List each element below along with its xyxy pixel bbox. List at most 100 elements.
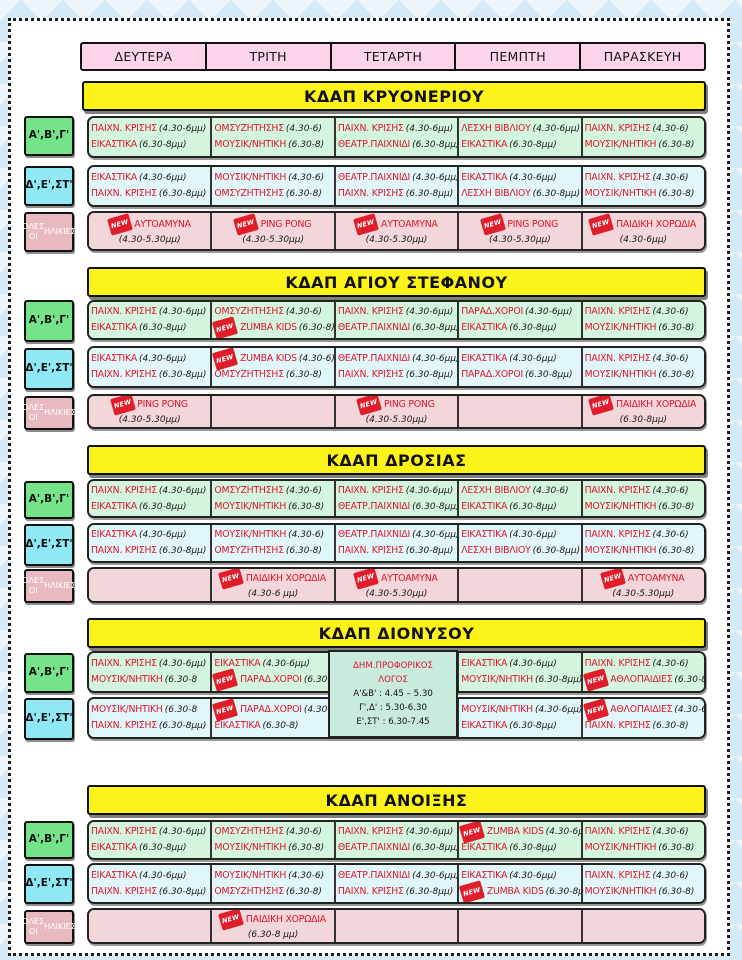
- activity-name: ΠΑΙΧΝ. ΚΡΙΣΗΣ: [91, 885, 157, 897]
- activity-time: (6.30-8μμ): [545, 886, 581, 897]
- age-label-abg: Α',Β',Γ': [24, 821, 74, 859]
- schedule-row: ΠΑΙΧΝ. ΚΡΙΣΗΣ(4.30-6μμ)ΕΙΚΑΣΤΙΚΑ(6.30-8μ…: [87, 479, 706, 518]
- activity-name: ΕΙΚΑΣΤΙΚΑ: [214, 720, 261, 731]
- activity-name: ΠΑΙΧΝ. ΚΡΙΣΗΣ: [584, 529, 651, 540]
- activity-name: ΕΙΚΑΣΤΙΚΑ: [91, 172, 138, 183]
- activity-line: ΠΑΙΧΝ. ΚΡΙΣΗΣ(4.30-6): [585, 868, 702, 884]
- activity-name: ΘΕΑΤΡ.ΠΑΙΧΝΙΔΙ: [337, 842, 411, 853]
- activity-time: (4.30-5.30μμ): [118, 234, 181, 245]
- activity-line: ΕΙΚΑΣΤΙΚΑ(6.30-8μμ): [461, 499, 578, 515]
- activity-name: ΠΑΡΑΔ.ΧΟΡΟΙ: [240, 674, 302, 685]
- activity-time: (4.30-5.30μμ): [365, 415, 428, 425]
- activity-line: ΠΑΙΧΝ. ΚΡΙΣΗΣ(6.30-8μμ): [338, 543, 455, 559]
- activity-line: ΠΑΙΧΝ. ΚΡΙΣΗΣ(4.30-6): [585, 527, 702, 543]
- all-ages-cell: [459, 569, 583, 601]
- activity-name: ΠΑΡΑΔ.ΧΟΡΟΙ: [461, 306, 524, 317]
- activity-time: (4.30-6μμ): [405, 485, 454, 496]
- activity-name: ΘΕΑΤΡ.ΠΑΙΧΝΙΔΙ: [337, 172, 411, 183]
- activity-name: ΠΑΙΧΝ. ΚΡΙΣΗΣ: [337, 885, 404, 897]
- activity-name: ZUMBA KIDS: [486, 826, 544, 837]
- activity-time: (6.30-8μμ): [139, 843, 187, 853]
- activity-line: ΠΑΙΧΝ. ΚΡΙΣΗΣ(4.30-6): [585, 304, 702, 320]
- activity-time: (4.30-6): [532, 485, 569, 496]
- age-label-all-line1: ΟΛΕΣ ΟΙ: [22, 576, 45, 595]
- day-cell: ΕΙΚΑΣΤΙΚΑ(4.30-6μμ)ΠΑΙΧΝ. ΚΡΙΣΗΣ(6.30-8μ…: [89, 348, 213, 386]
- activity-name: ΠΑΙΧΝ. ΚΡΙΣΗΣ: [91, 658, 157, 669]
- day-cell: [336, 699, 460, 737]
- activity-time: (6.30-8μμ): [158, 370, 207, 380]
- activity-line: ΛΕΣΧΗ ΒΙΒΛΙΟΥ(6.30-8μμ): [461, 543, 580, 559]
- activity-name: ΕΙΚΑΣΤΙΚΑ: [461, 172, 508, 183]
- activity-time: (4.30-6): [285, 485, 322, 496]
- age-label-all-line1: ΟΛΕΣ ΟΙ: [22, 222, 45, 241]
- activity-time: (4.30-6μμ): [139, 870, 187, 881]
- activity-name: ΠΑΡΑΔ.ΧΟΡΟΙ: [240, 704, 302, 715]
- schedule-row: ΕΙΚΑΣΤΙΚΑ(4.30-6μμ)ΠΑΙΧΝ. ΚΡΙΣΗΣ(6.30-8μ…: [87, 523, 706, 563]
- activity-time: (4.30-6μμ): [525, 307, 573, 317]
- activity-name: ΕΙΚΑΣΤΙΚΑ: [91, 869, 138, 881]
- activity-time: (6.30-8: [164, 705, 198, 715]
- activity-time: (6.30-8μμ): [412, 843, 460, 853]
- activity-time: (4.30-6μμ): [412, 530, 460, 540]
- activity-name: ΜΟΥΣΙΚ/ΝΗΤΙΚΗ: [214, 139, 287, 150]
- activity-time: (6.30-8): [658, 189, 695, 199]
- activity-line: ΜΟΥΣΙΚ/ΝΗΤΙΚΗ(6.30-8: [91, 702, 208, 718]
- activity-name: ΑΥΤΟΑΜΥΝΑ: [627, 572, 685, 584]
- activity-name: ΠΑΙΧΝ. ΚΡΙΣΗΣ: [584, 306, 651, 317]
- age-label-dest: Δ',Ε',ΣΤ': [24, 524, 74, 566]
- activity-time: (6.30-8): [674, 675, 704, 685]
- activity-time: (6.30-8μμ): [509, 501, 557, 512]
- activity-line: ΜΟΥΣΙΚ/ΝΗΤΙΚΗ(4.30-6μμ): [461, 702, 580, 718]
- activity-time: (4.30-5.30μμ): [612, 588, 675, 599]
- activity-name: ΑΘΛΟΠΑΙΔΙΕΣ: [610, 674, 673, 685]
- activity-line: ΕΙΚΑΣΤΙΚΑ(6.30-8): [214, 718, 331, 734]
- day-cell: ΠΑΙΧΝ. ΚΡΙΣΗΣ(4.30-6μμ) ΘΕΑΤΡ.ΠΑΙΧΝΙΔΙ(6.…: [335, 822, 460, 858]
- activity-line: ΛΕΣΧΗ ΒΙΒΛΙΟΥ(4.30-6): [461, 483, 578, 499]
- activity-line: ΕΙΚΑΣΤΙΚΑ(4.30-6μμ): [91, 351, 208, 367]
- activity-time: (6.30-8μμ): [525, 370, 573, 380]
- oral-speech-title: ΔΗΜ.ΠΡΟΦΟΡΙΚΟΣ: [353, 661, 433, 671]
- age-label-all-line2: ΗΛΙΚΙΕΣ: [44, 227, 76, 236]
- activity-time: (4.30-6μμ): [509, 659, 557, 669]
- day-cell: ΛΕΣΧΗ ΒΙΒΛΙΟΥ(4.30-6)ΕΙΚΑΣΤΙΚΑ(6.30-8μμ): [459, 481, 583, 516]
- activity-time: (4.30-6μμ): [139, 354, 187, 364]
- activity-name: ZUMBA KIDS: [486, 885, 544, 897]
- activity-time: (6.30-8μμ): [509, 323, 557, 333]
- activity-time: (4.30-6): [652, 485, 689, 496]
- activity-name: ΟΜΣΥΖΗΤΗΣΗΣ: [214, 484, 284, 496]
- day-cell: ΘΕΑΤΡ.ΠΑΙΧΝΙΔΙ(4.30-6μμ)ΠΑΙΧΝ. ΚΡΙΣΗΣ(6.…: [335, 167, 460, 205]
- day-friday: ΠΑΡΑΣΚΕΥΗ: [603, 49, 682, 64]
- activity-line: ΘΕΑΤΡ.ΠΑΙΧΝΙΔΙ(4.30-6μμ): [338, 868, 457, 884]
- activity-line: ΜΟΥΣΙΚ/ΝΗΤΙΚΗ(6.30-8): [585, 320, 702, 336]
- activity-line: ΟΜΣΥΖΗΤΗΣΗΣ(4.30-6): [214, 824, 331, 840]
- activity-line: ΠΑΙΧΝ. ΚΡΙΣΗΣ(4.30-6μμ): [91, 304, 208, 320]
- activity-time: (4.30-6μμ): [405, 827, 454, 837]
- activity-time: (6.30-8μμ): [405, 546, 454, 556]
- day-cell: ΠΑΙΧΝ. ΚΡΙΣΗΣ(4.30-6)ΜΟΥΣΙΚ/ΝΗΤΙΚΗ(6.30-…: [582, 302, 704, 338]
- activity-name: PING PONG: [137, 399, 188, 410]
- activity-time: (6.30-8μμ): [405, 189, 454, 199]
- activity-line: ΠΑΡΑΔ.ΧΟΡΟΙ(6.30-8μμ): [461, 367, 578, 383]
- activity-line: ΠΑΙΧΝ. ΚΡΙΣΗΣ(4.30-6μμ): [338, 824, 455, 840]
- activity-time: (6.30-8): [288, 843, 325, 853]
- activity-line: ΕΙΚΑΣΤΙΚΑ(4.30-6μμ): [91, 527, 208, 543]
- activity-time: (6.30-8μμ): [158, 189, 207, 199]
- activity-time: (6.30-8μμ): [412, 501, 460, 512]
- activity-line: ΕΙΚΑΣΤΙΚΑ(4.30-6μμ): [461, 868, 578, 884]
- activity-time: (4.30-6μμ): [412, 173, 460, 183]
- activity-time: (6.30-8μμ): [158, 721, 207, 731]
- age-label-abg: Α',Β',Γ': [24, 300, 74, 342]
- activity-name: ΜΟΥΣΙΚ/ΝΗΤΙΚΗ: [214, 529, 287, 540]
